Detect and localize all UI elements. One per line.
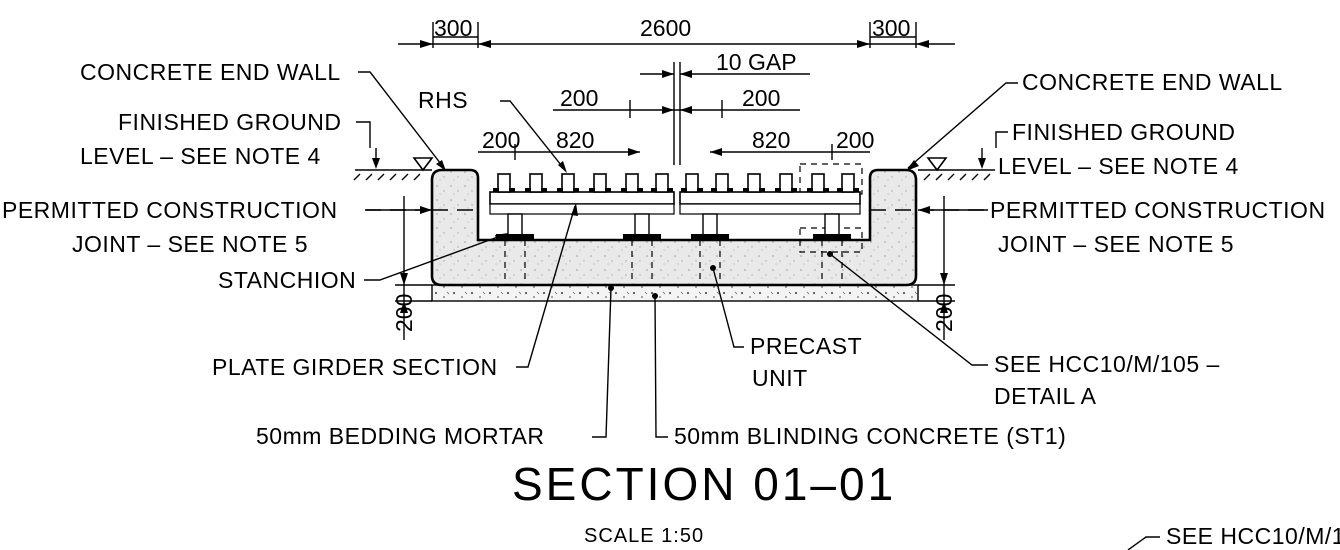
label-end-wall-left: CONCRETE END WALL: [80, 59, 341, 85]
label-precast-1: PRECAST: [750, 333, 862, 359]
label-fgl-left-1: FINISHED GROUND: [118, 109, 341, 135]
label-joint-right-1: PERMITTED CONSTRUCTION: [990, 197, 1326, 223]
label-detail-ref-1: SEE HCC10/M/105 –: [994, 351, 1220, 377]
label-fgl-right-2: LEVEL – SEE NOTE 4: [998, 153, 1239, 179]
dim-left-unit: 820: [556, 127, 594, 153]
label-precast-2: UNIT: [752, 365, 808, 391]
annotation-labels: CONCRETE END WALL CONCRETE END WALL RHS …: [2, 59, 1340, 549]
top-dimensions: 300 2600 300 10 GAP 200 200 200 820 820 …: [398, 15, 955, 165]
title-block: SECTION 01–01 SCALE 1:50: [512, 458, 896, 547]
dim-right-edge: 200: [836, 127, 874, 153]
scale-label: SCALE 1:50: [584, 525, 704, 547]
precast-body: [365, 163, 985, 302]
steel-frame: [489, 173, 861, 240]
dim-left-depth: 200: [391, 294, 417, 332]
dim-right-wall: 300: [872, 15, 910, 41]
label-rhs: RHS: [418, 87, 468, 113]
label-plate-girder: PLATE GIRDER SECTION: [212, 354, 498, 380]
dim-left-half: 200: [560, 85, 598, 111]
dim-gap: 10 GAP: [716, 49, 797, 75]
depth-dimensions: 200 200: [391, 196, 957, 340]
label-fgl-left-2: LEVEL – SEE NOTE 4: [80, 143, 321, 169]
label-bedding: 50mm BEDDING MORTAR: [256, 423, 545, 449]
label-blinding: 50mm BLINDING CONCRETE (ST1): [674, 423, 1066, 449]
dim-overall: 2600: [640, 15, 691, 41]
label-joint-left-1: PERMITTED CONSTRUCTION: [2, 197, 338, 223]
dim-right-depth: 200: [931, 294, 957, 332]
label-joint-left-2: JOINT – SEE NOTE 5: [72, 231, 308, 257]
dim-left-wall: 300: [434, 15, 472, 41]
label-detail-ref-2: DETAIL A: [994, 383, 1097, 409]
dim-left-edge: 200: [482, 127, 520, 153]
label-joint-right-2: JOINT – SEE NOTE 5: [998, 231, 1234, 257]
label-fgl-right-1: FINISHED GROUND: [1012, 119, 1235, 145]
dim-right-half: 200: [742, 85, 780, 111]
label-cut-ref: SEE HCC10/M/130: [1166, 523, 1340, 549]
section-title: SECTION 01–01: [512, 458, 896, 510]
leader-lines: [356, 71, 1160, 550]
dim-right-unit: 820: [752, 127, 790, 153]
ground-level: [353, 148, 995, 181]
label-stanchion: STANCHION: [218, 267, 356, 293]
label-end-wall-right: CONCRETE END WALL: [1022, 69, 1283, 95]
